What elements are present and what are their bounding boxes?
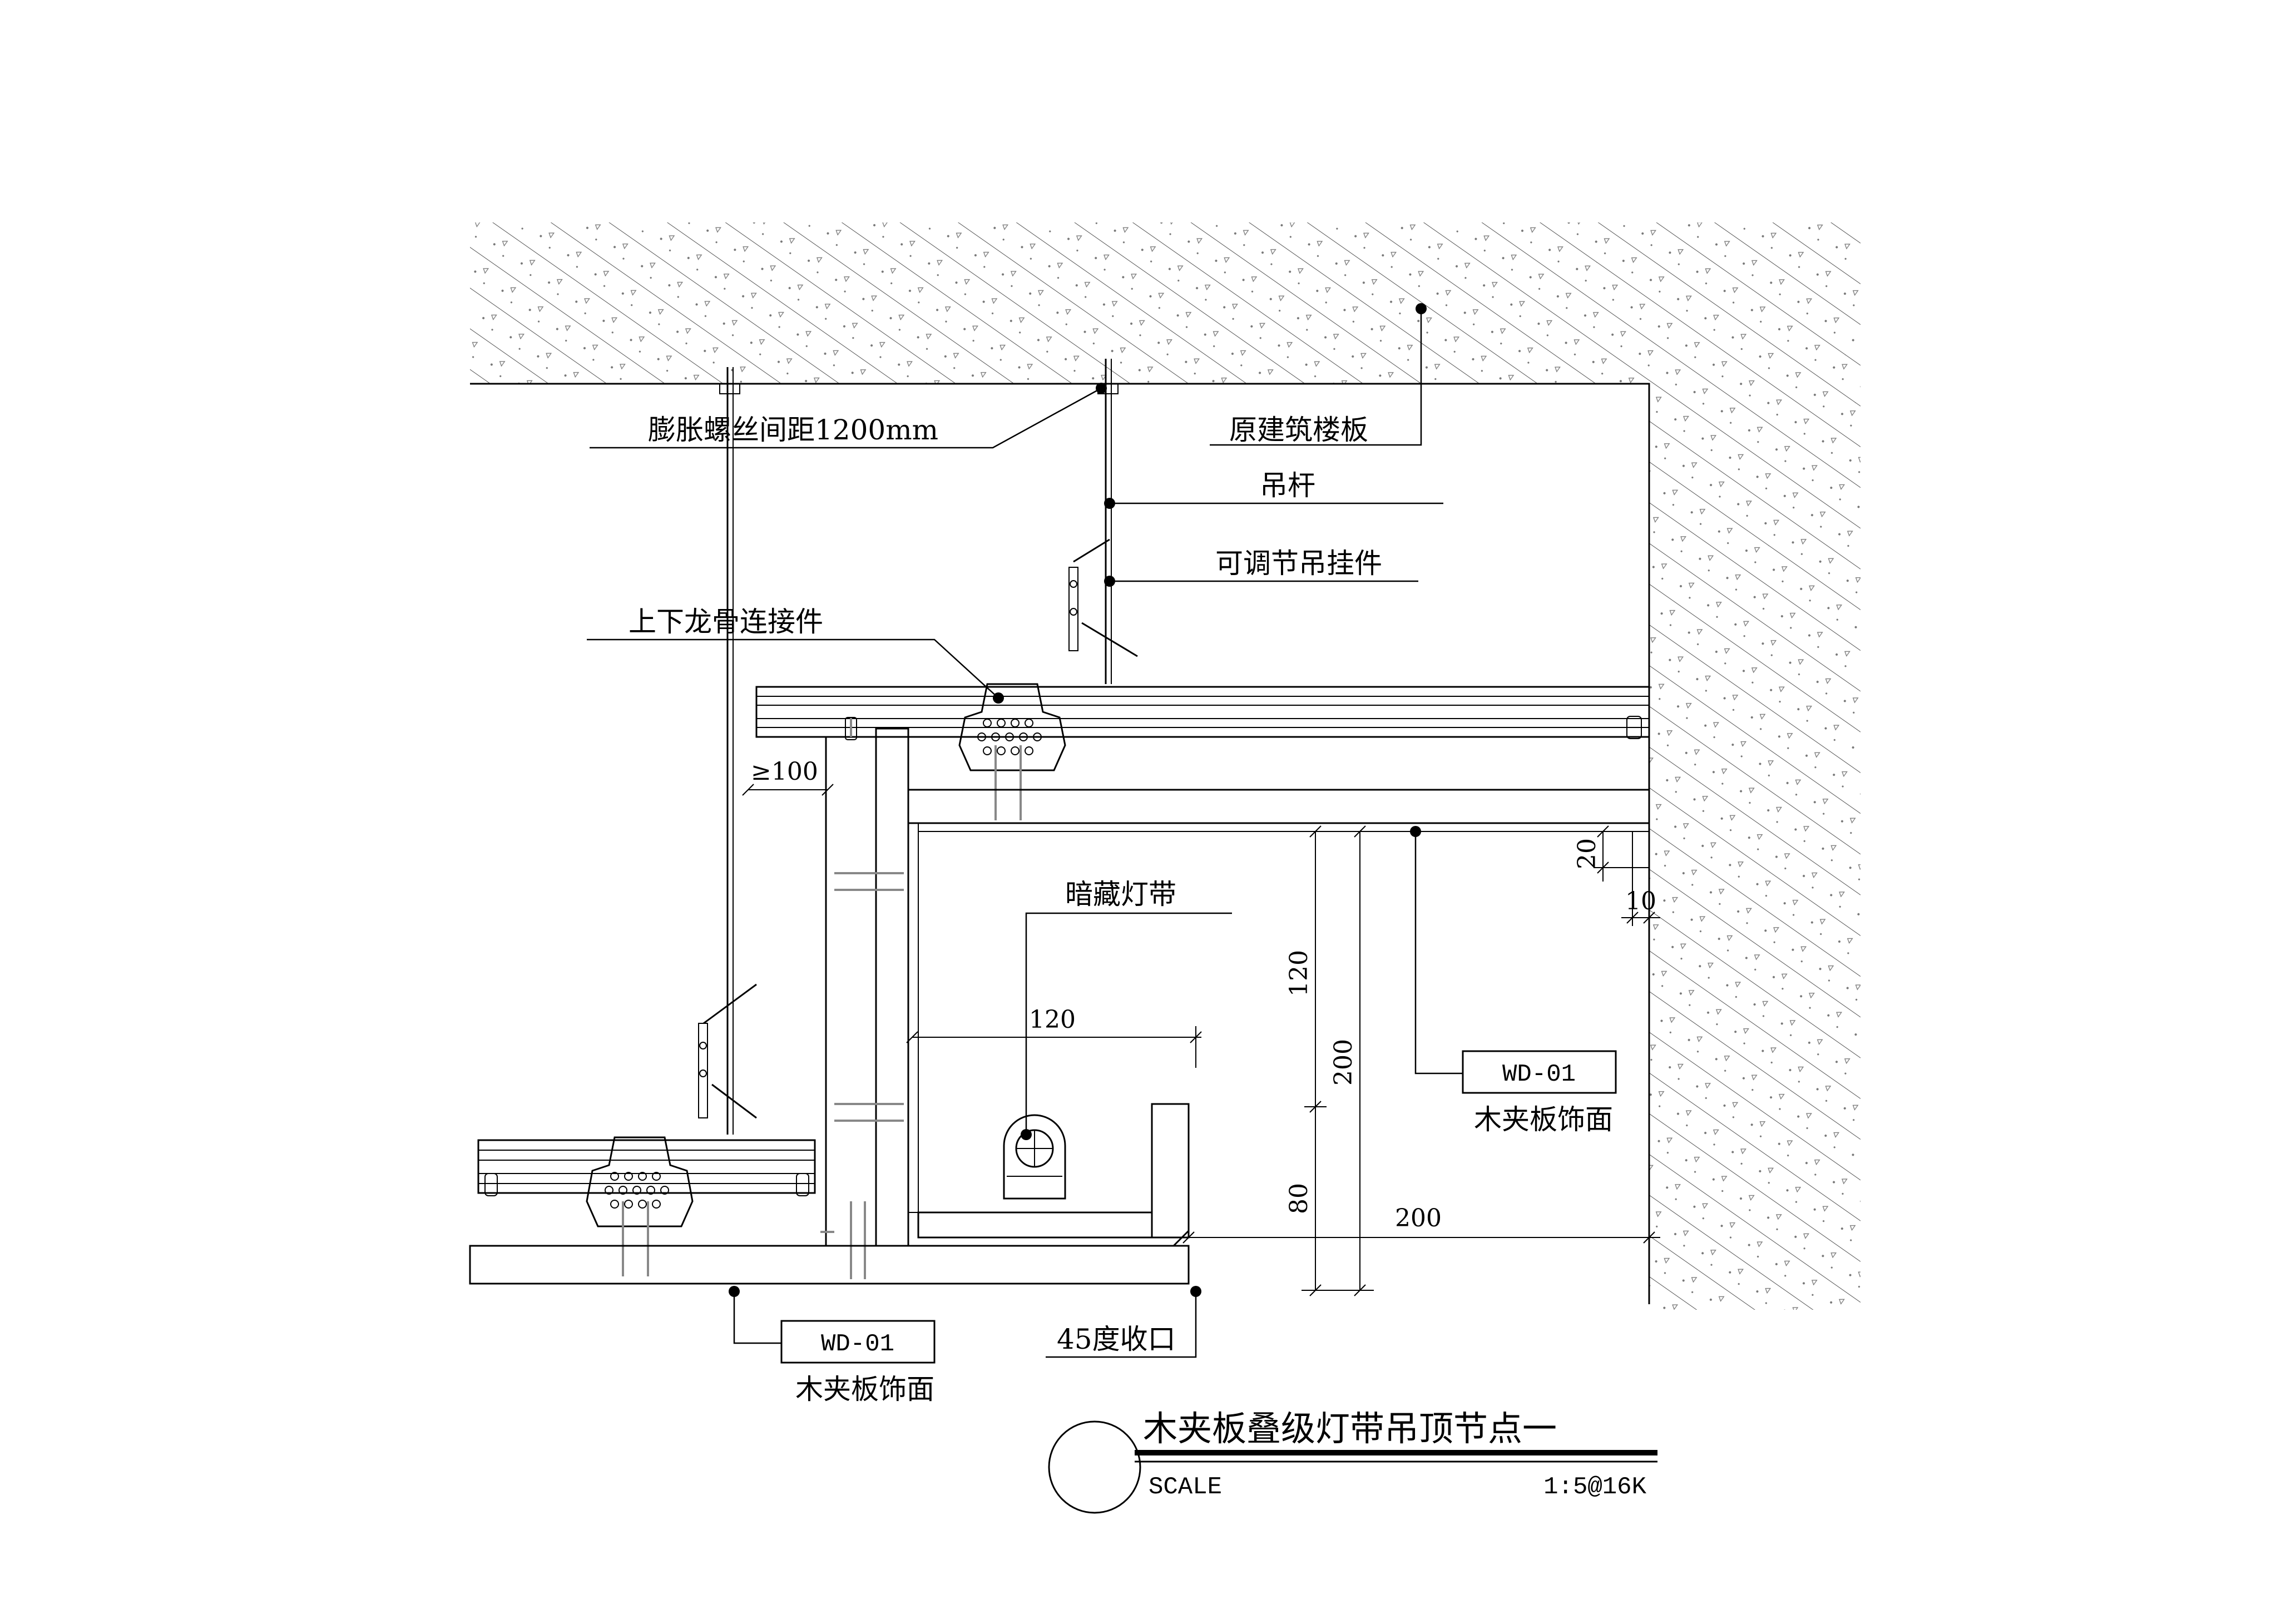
label-hanger-rod: 吊杆 (1260, 469, 1315, 502)
tag-box-left (780, 1320, 936, 1364)
dim-h120: 120 (1285, 950, 1313, 997)
label-adjustable-hanger: 可调节吊挂件 (1215, 547, 1382, 580)
tag-text-right: WD-01 (1502, 1061, 1576, 1088)
cove-light-box (917, 1103, 1190, 1239)
dim-gap: ≥100 (751, 757, 818, 786)
adjustable-hanger-upper (1068, 538, 1138, 657)
dimension-lines (742, 784, 1660, 1296)
dim-h200: 200 (1329, 1039, 1358, 1086)
adjustable-hanger-lower (698, 983, 757, 1119)
lower-main-keel (477, 1139, 816, 1196)
label-keel-connector: 上下龙骨连接件 (629, 606, 823, 638)
dim-cove-width: 120 (1029, 1006, 1076, 1034)
dim-w200: 200 (1395, 1204, 1442, 1232)
upper-ceiling-board (907, 789, 1650, 1213)
dim-h80: 80 (1285, 1183, 1313, 1214)
hidden-light-fixture (1003, 1114, 1066, 1200)
vertical-plywood-drop (820, 717, 909, 1279)
tag-text-left: WD-01 (821, 1330, 894, 1358)
upper-main-keel (755, 686, 1650, 739)
scale-value: 1:5@16K (1543, 1473, 1646, 1501)
leader-lines (587, 303, 1463, 1358)
label-expansion-bolt: 膨胀螺丝间距1200mm (648, 414, 938, 446)
label-slab: 原建筑楼板 (1229, 414, 1368, 446)
tag-box-right (1462, 1050, 1617, 1094)
lower-ceiling-board (469, 1230, 1190, 1285)
keel-connector-upper (958, 683, 1066, 820)
dim-20: 20 (1573, 838, 1601, 869)
dim-10: 10 (1625, 887, 1656, 915)
title-symbol-circle (1048, 1420, 1141, 1514)
label-finish-right: 木夹板饰面 (1474, 1103, 1613, 1136)
wall-trim-strip (1632, 831, 1650, 868)
title-block: 木夹板叠级灯带吊顶节点一 SCALE 1:5@16K (1048, 1408, 1657, 1514)
concrete-slab-and-wall (470, 222, 1860, 1310)
drawing-title: 木夹板叠级灯带吊顶节点一 (1143, 1408, 1557, 1449)
label-hidden-light: 暗藏灯带 (1065, 878, 1176, 910)
label-corner-finish: 45度收口 (1057, 1323, 1176, 1355)
keel-connector-lower (586, 1136, 694, 1276)
label-finish-left: 木夹板饰面 (795, 1373, 934, 1405)
scale-label: SCALE (1149, 1473, 1222, 1501)
